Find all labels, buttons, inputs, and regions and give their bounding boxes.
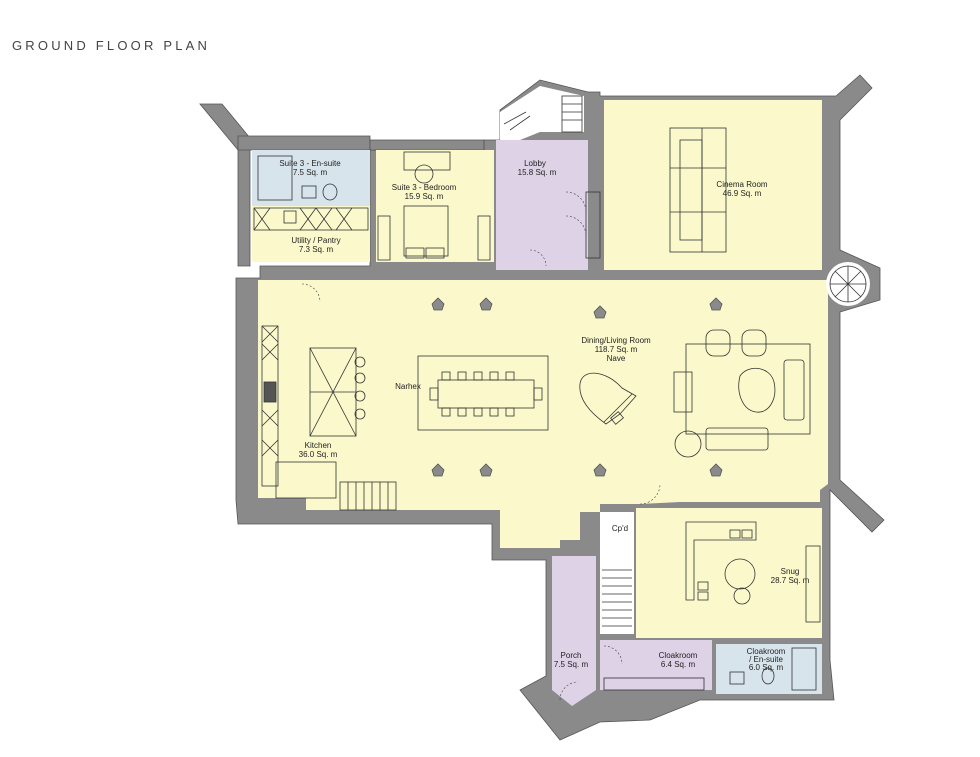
- sofa-icon: [669, 127, 727, 253]
- spiral-stair-icon: [829, 265, 867, 303]
- label-nave: Nave: [607, 354, 626, 363]
- snug-sofa-icon: [685, 521, 821, 623]
- piano-icon: [579, 372, 637, 425]
- label-cinema-room: Cinema Room: [716, 180, 767, 189]
- area-kitchen: 36.0 Sq. m: [299, 450, 338, 459]
- label-porch: Porch: [561, 651, 582, 660]
- area-utility-pantry: 7.3 Sq. m: [299, 245, 334, 254]
- label-cloakroom: Cloakroom: [659, 651, 698, 660]
- plan-title: GROUND FLOOR PLAN: [12, 38, 211, 53]
- shower-icon: [791, 647, 817, 691]
- area-porch: 7.5 Sq. m: [554, 660, 589, 669]
- lounge-set: [673, 329, 811, 458]
- area-suite3-bedroom: 15.9 Sq. m: [405, 192, 444, 201]
- staircase: [339, 481, 397, 511]
- label-kitchen: Kitchen: [305, 441, 332, 450]
- bath-icon: [257, 155, 293, 201]
- area-lobby: 15.8 Sq. m: [518, 168, 557, 177]
- label-snug: Snug: [781, 567, 800, 576]
- area-snug: 28.7 Sq. m: [771, 576, 810, 585]
- pillars: [431, 297, 723, 477]
- room-labels: Suite 3 - En-suite 7.5 Sq. m Suite 3 - B…: [279, 159, 809, 672]
- chair-icon: [414, 164, 434, 184]
- label-dining-living: Dining/Living Room: [581, 336, 651, 345]
- area-dining-living: 118.7 Sq. m: [595, 345, 638, 354]
- wardrobe-icon: [377, 215, 391, 261]
- rug: [417, 355, 549, 431]
- dining-table-icon: [429, 371, 543, 417]
- label-lobby: Lobby: [524, 159, 546, 168]
- desk-icon: [403, 151, 451, 171]
- basin-icon: [729, 671, 745, 685]
- area-cloakroom-ensuite: 6.0 Sq. m: [749, 663, 784, 672]
- label-suite3-ensuite: Suite 3 - En-suite: [279, 159, 341, 168]
- label-cloakroom-ensuite-2: / En-suite: [749, 655, 783, 664]
- furniture: [253, 95, 867, 701]
- wardrobe-icon: [477, 215, 491, 261]
- area-suite3-ensuite: 7.5 Sq. m: [293, 168, 328, 177]
- basin-icon: [301, 185, 317, 199]
- area-cloakroom: 6.4 Sq. m: [661, 660, 696, 669]
- toilet-icon: [322, 183, 338, 201]
- label-suite3-bedroom: Suite 3 - Bedroom: [392, 183, 457, 192]
- label-utility-pantry: Utility / Pantry: [291, 236, 340, 245]
- area-cinema-room: 46.9 Sq. m: [723, 189, 762, 198]
- room-fills: [252, 86, 870, 706]
- toilet-icon: [761, 667, 775, 685]
- label-narthex: Narhex: [395, 382, 421, 391]
- label-cpd: Cp'd: [612, 524, 628, 533]
- kitchen-island-icon: [309, 347, 366, 437]
- label-cloakroom-ensuite: Cloakroom: [747, 647, 786, 656]
